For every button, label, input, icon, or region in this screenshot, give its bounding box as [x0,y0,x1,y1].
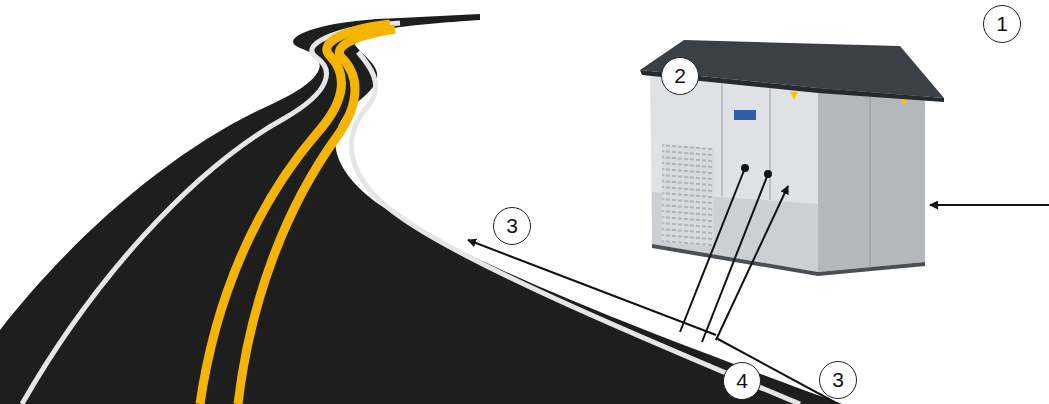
leader-dot [764,170,772,178]
road-edge-line [22,23,400,404]
leader-arrow [930,204,1049,206]
leader-line [680,168,745,332]
leader-line [702,174,768,342]
center-line [238,29,395,404]
leader-arrow [468,240,716,335]
leader-dot [741,164,749,172]
transformer-kiosk [640,40,944,276]
callout-number: 4 [723,362,761,400]
callout-number: 3 [819,361,857,399]
callout-number: 3 [493,207,531,245]
leader-arrow [716,186,788,340]
leader-line [716,338,838,404]
callout-number: 1 [983,5,1021,43]
callout-number: 2 [661,57,699,95]
